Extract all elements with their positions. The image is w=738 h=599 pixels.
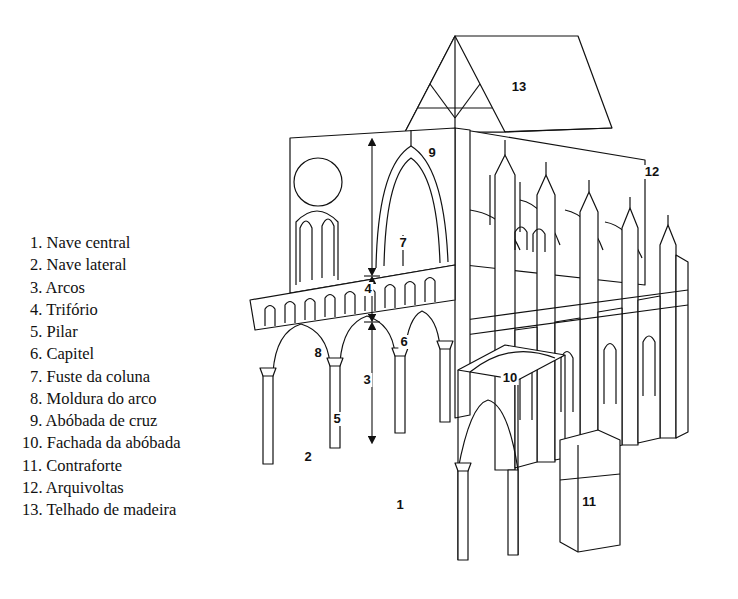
legend-item: 2. Nave lateral: [30, 255, 127, 275]
callout-number: 5: [331, 412, 342, 426]
legend-item: 11. Contraforte: [22, 456, 122, 476]
callout-number: 11: [580, 495, 598, 509]
callout-number: 7: [397, 236, 408, 250]
callout-number: 12: [643, 165, 661, 179]
legend-item: 3. Arcos: [30, 278, 85, 298]
callout-number: 10: [501, 371, 519, 385]
callout-number: 4: [362, 282, 373, 296]
legend-item: 7. Fuste da coluna: [30, 367, 150, 387]
legend-item: 8. Moldura do arco: [30, 389, 156, 409]
legend-item: 13. Telhado de madeira: [22, 500, 176, 520]
legend-item: 6. Capitel: [30, 344, 94, 364]
legend-item: 12. Arquivoltas: [22, 478, 124, 498]
callout-number: 8: [312, 346, 323, 360]
callout-number: 13: [510, 80, 528, 94]
callout-number: 2: [302, 450, 313, 464]
legend-item: 10. Fachada da abóbada: [22, 433, 181, 453]
callout-number: 1: [394, 498, 405, 512]
legend-item: 4. Trifório: [30, 300, 98, 320]
callout-number: 9: [426, 146, 437, 160]
callout-number: 3: [361, 373, 372, 387]
legend-item: 5. Pilar: [30, 322, 78, 342]
legend-item: 9. Abóbada de cruz: [30, 411, 157, 431]
callout-number: 6: [398, 335, 409, 349]
legend-item: 1. Nave central: [30, 233, 130, 253]
